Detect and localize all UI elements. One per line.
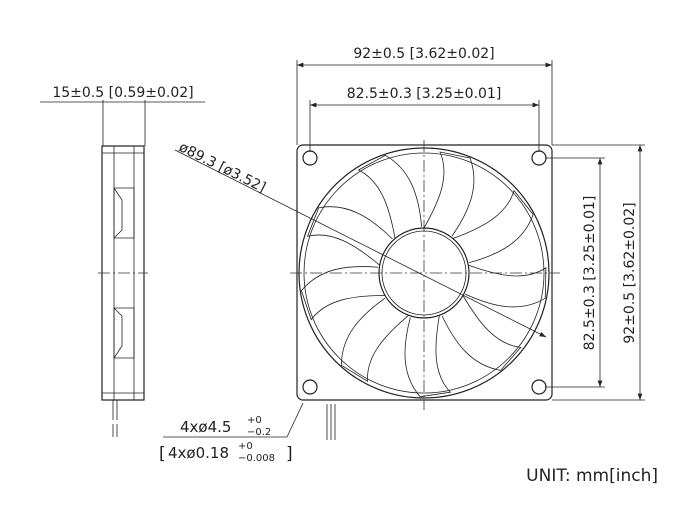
fan-blade bbox=[423, 151, 475, 237]
unit-label: UNIT: mm[inch] bbox=[526, 466, 658, 486]
side-view bbox=[98, 100, 148, 437]
hole-tolerance-lower: −0.2 bbox=[247, 427, 271, 438]
fan-blade bbox=[357, 154, 423, 239]
bracket-close: ] bbox=[286, 444, 293, 464]
fan-blades bbox=[300, 151, 547, 398]
height-dimension: 92±0.5 [3.62±0.02] bbox=[622, 202, 638, 343]
thickness-dimension: 15±0.5 [0.59±0.02] bbox=[52, 85, 193, 101]
hole-tolerance-upper: +0 bbox=[247, 415, 262, 426]
hole-spacing-vertical-dimension: 82.5±0.3 [3.25±0.01] bbox=[582, 196, 598, 351]
fan-blade bbox=[452, 189, 534, 264]
hole-spacing-horizontal-dimension: 82.5±0.3 [3.25±0.01] bbox=[347, 86, 502, 102]
front-view bbox=[290, 140, 560, 440]
fan-blade bbox=[465, 264, 547, 308]
diameter-dimension: ø89.3 [ø3.52] bbox=[176, 139, 268, 196]
fan-blade bbox=[300, 266, 386, 321]
fan-blade bbox=[341, 297, 409, 382]
hole-size-mm: 4xø4.5 bbox=[180, 418, 231, 436]
width-dimension: 92±0.5 [3.62±0.02] bbox=[353, 46, 494, 62]
bracket-open: [ bbox=[159, 444, 166, 464]
hole-size-inch: 4xø0.18 bbox=[168, 444, 229, 462]
fan-blade bbox=[404, 315, 452, 398]
hole-callout: 4xø4.5 +0 −0.2 [ 4xø0.18 +0 −0.008 ] bbox=[159, 402, 304, 464]
fan-blade bbox=[306, 206, 393, 266]
hole-inch-tolerance-upper: +0 bbox=[238, 441, 253, 452]
fan-blade bbox=[441, 295, 522, 371]
hole-inch-tolerance-lower: −0.008 bbox=[238, 453, 275, 464]
